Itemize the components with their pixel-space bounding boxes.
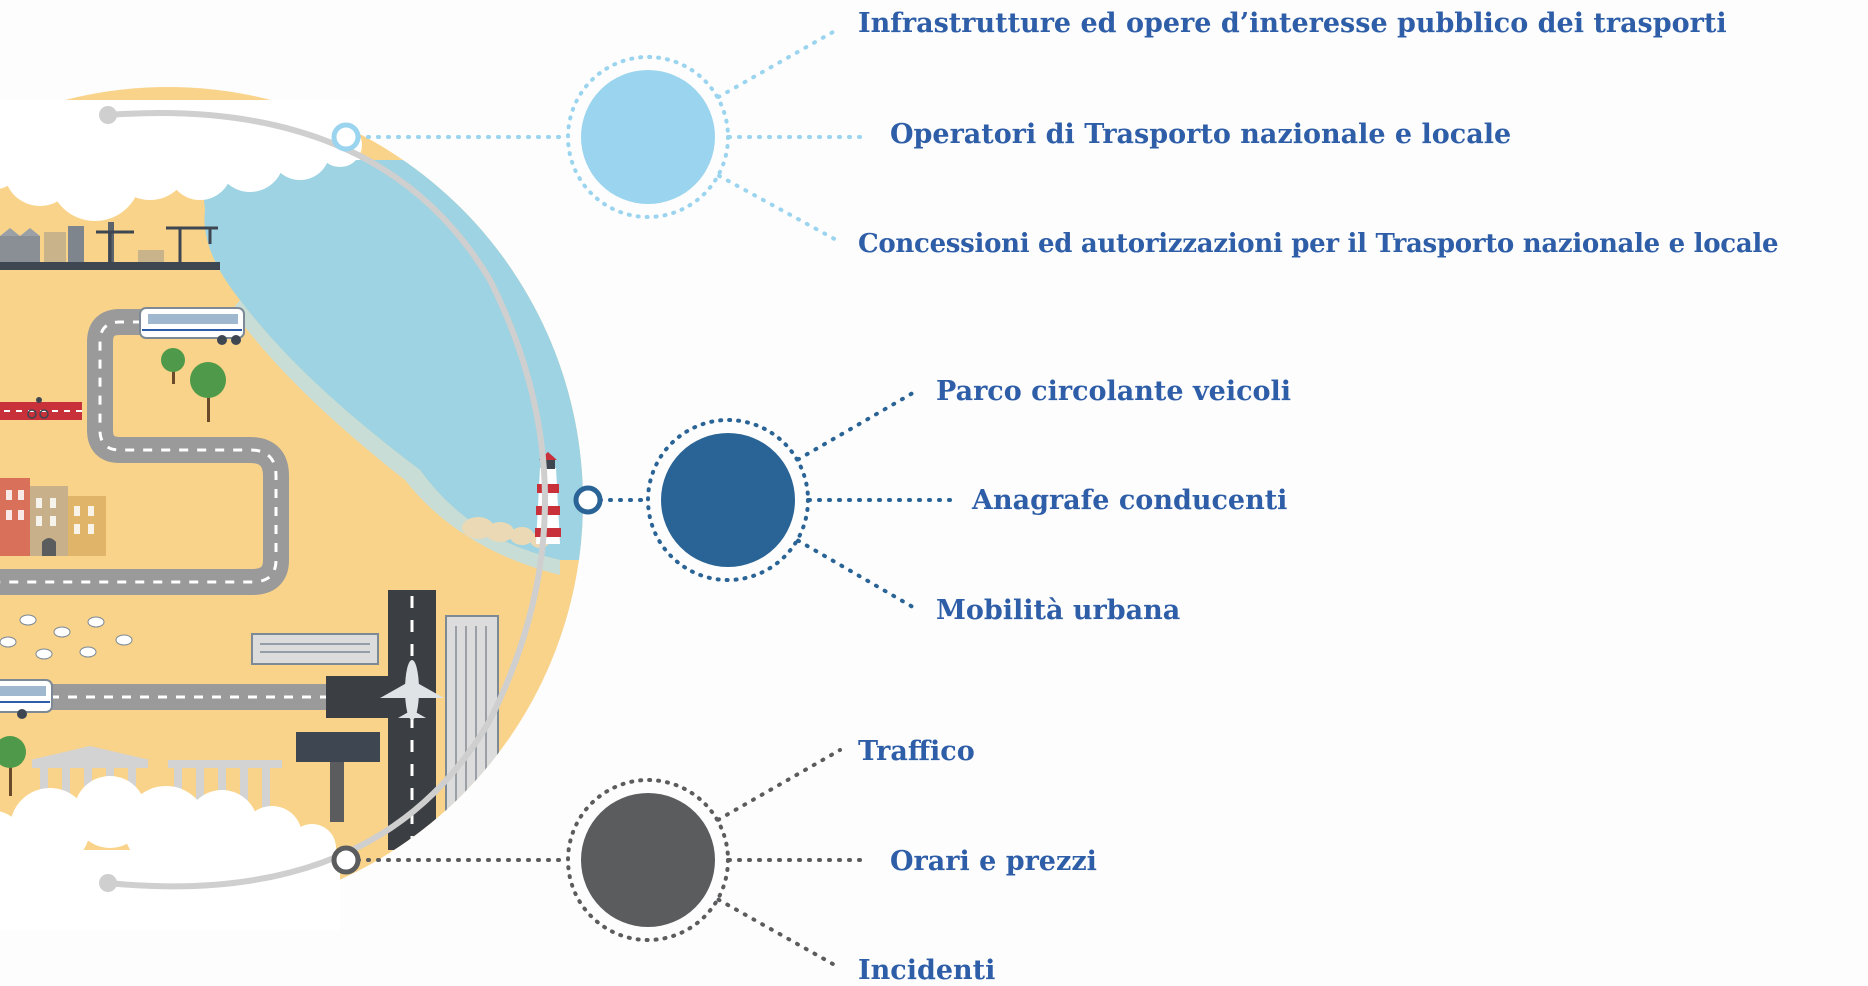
label-anagrafe-conducenti[interactable]: Anagrafe conducenti	[972, 485, 1288, 516]
sheep-icon	[0, 614, 133, 660]
cyclist-icon	[27, 397, 49, 419]
cloud-icon	[0, 776, 340, 930]
label-concessioni-autorizzazioni[interactable]: Concessioni ed autorizzazioni per il Tra…	[858, 229, 1779, 259]
group-infrastrutture-connector	[331, 26, 862, 244]
building-icon	[0, 478, 106, 556]
factory-icon	[0, 222, 114, 262]
ring-end-dot	[99, 106, 117, 124]
bus-icon	[0, 679, 53, 719]
hub-circle	[581, 70, 715, 204]
label-parco-circolante[interactable]: Parco circolante veicoli	[936, 376, 1292, 407]
hub-dotted-ring	[646, 418, 810, 582]
ring-node	[331, 122, 361, 152]
hub-dotted-ring	[566, 55, 730, 219]
dotted-connector	[717, 173, 842, 244]
solar-panel	[296, 732, 380, 762]
label-traffico[interactable]: Traffico	[858, 736, 975, 767]
hub-dotted-ring	[566, 778, 730, 942]
crane-icon	[96, 226, 218, 262]
tree-icon	[0, 348, 226, 796]
dotted-connector	[796, 388, 920, 462]
bike-lane	[0, 397, 82, 420]
dotted-connector	[716, 26, 842, 100]
connectors	[331, 26, 952, 970]
label-incidenti[interactable]: Incidenti	[858, 955, 996, 986]
hub-circle	[661, 433, 795, 567]
label-mobilita-urbana[interactable]: Mobilità urbana	[936, 595, 1181, 626]
label-operatori-trasporto[interactable]: Operatori di Trasporto nazionale e local…	[890, 119, 1512, 150]
bus-icon	[139, 307, 245, 345]
group-veicoli-connector	[573, 388, 952, 612]
airplane-icon	[380, 660, 444, 720]
dotted-connector	[796, 538, 920, 612]
dotted-connector	[716, 748, 842, 822]
hub-circle	[581, 793, 715, 927]
city-illustration	[0, 87, 583, 930]
ring-node	[331, 845, 361, 875]
ring-node	[573, 485, 603, 515]
ring-end-dot	[99, 874, 117, 892]
port-industry	[0, 222, 220, 270]
group-traffico-connector	[331, 748, 862, 970]
dotted-connector	[716, 897, 842, 970]
label-infrastrutture[interactable]: Infrastrutture ed opere d’interesse pubb…	[858, 8, 1727, 39]
label-orari-prezzi[interactable]: Orari e prezzi	[890, 846, 1097, 877]
